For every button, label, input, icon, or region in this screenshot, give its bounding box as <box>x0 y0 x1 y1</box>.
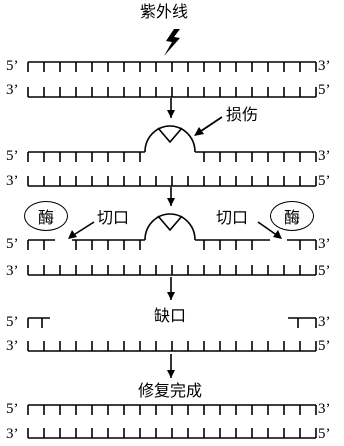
s5-top-right-end: 3’ <box>318 401 331 417</box>
damage-lesion <box>157 215 183 232</box>
arrow-stage-4-to-5-head <box>167 370 175 378</box>
enzyme-left-label: 酶 <box>37 208 54 227</box>
s1-top-right-end: 3’ <box>318 58 331 74</box>
s3-top-right-end: 3’ <box>318 236 331 252</box>
s1-bottom-left-end: 3’ <box>6 82 19 98</box>
s5-top-left-end: 5’ <box>6 401 19 417</box>
cut-pointer-left-shaft <box>71 221 95 237</box>
s2-bottom-right-end: 5’ <box>318 173 331 189</box>
enzyme-right: 酶 <box>270 201 314 231</box>
cut-pointer-left-head <box>68 230 77 239</box>
s3-bottom-right-end: 5’ <box>318 263 331 279</box>
damage-lesion <box>157 127 183 144</box>
damage-label: 损伤 <box>226 105 259 124</box>
duplex-stage-1 <box>27 61 317 98</box>
arrow-stage-1-to-2-head <box>167 110 175 118</box>
cut-pointer-right-head <box>273 230 282 239</box>
damage-pointer-head <box>194 127 204 136</box>
s2-top-right-end: 3’ <box>318 148 331 164</box>
s4-bottom-left-end: 3’ <box>6 338 19 354</box>
s5-bottom-right-end: 5’ <box>318 426 331 442</box>
duplex-stage-3 <box>27 213 317 276</box>
gap-label: 缺口 <box>154 306 187 325</box>
duplex-stage-5 <box>27 404 317 439</box>
duplex-stage-2 <box>27 125 317 187</box>
enzyme-right-label: 酶 <box>283 208 300 227</box>
complete-label: 修复完成 <box>138 381 203 400</box>
arrow-stage-2-to-3-head <box>167 198 175 206</box>
s2-bottom-left-end: 3’ <box>6 173 19 189</box>
s3-bottom-left-end: 3’ <box>6 263 19 279</box>
s2-top-left-end: 5’ <box>6 148 19 164</box>
damage-pointer-shaft <box>197 116 223 134</box>
s3-top-left-end: 5’ <box>6 236 19 252</box>
damage-bulge <box>144 213 196 241</box>
s4-bottom-right-end: 5’ <box>318 338 331 354</box>
s5-bottom-left-end: 3’ <box>6 426 19 442</box>
s1-top-left-end: 5’ <box>6 58 19 74</box>
uv-label: 紫外线 <box>140 2 189 21</box>
arrow-stage-3-to-4-head <box>167 292 175 300</box>
duplex-stage-4 <box>27 317 317 352</box>
damage-bulge <box>144 125 196 153</box>
s1-bottom-right-end: 5’ <box>318 82 331 98</box>
s4-top-right-end: 3’ <box>318 314 331 330</box>
enzyme-left: 酶 <box>24 201 68 231</box>
cut-label-right: 切口 <box>216 208 249 227</box>
cut-label-left: 切口 <box>97 208 130 227</box>
lightning-bolt-icon <box>164 29 180 56</box>
cut-pointer-right-shaft <box>257 221 279 237</box>
s4-top-left-end: 5’ <box>6 314 19 330</box>
